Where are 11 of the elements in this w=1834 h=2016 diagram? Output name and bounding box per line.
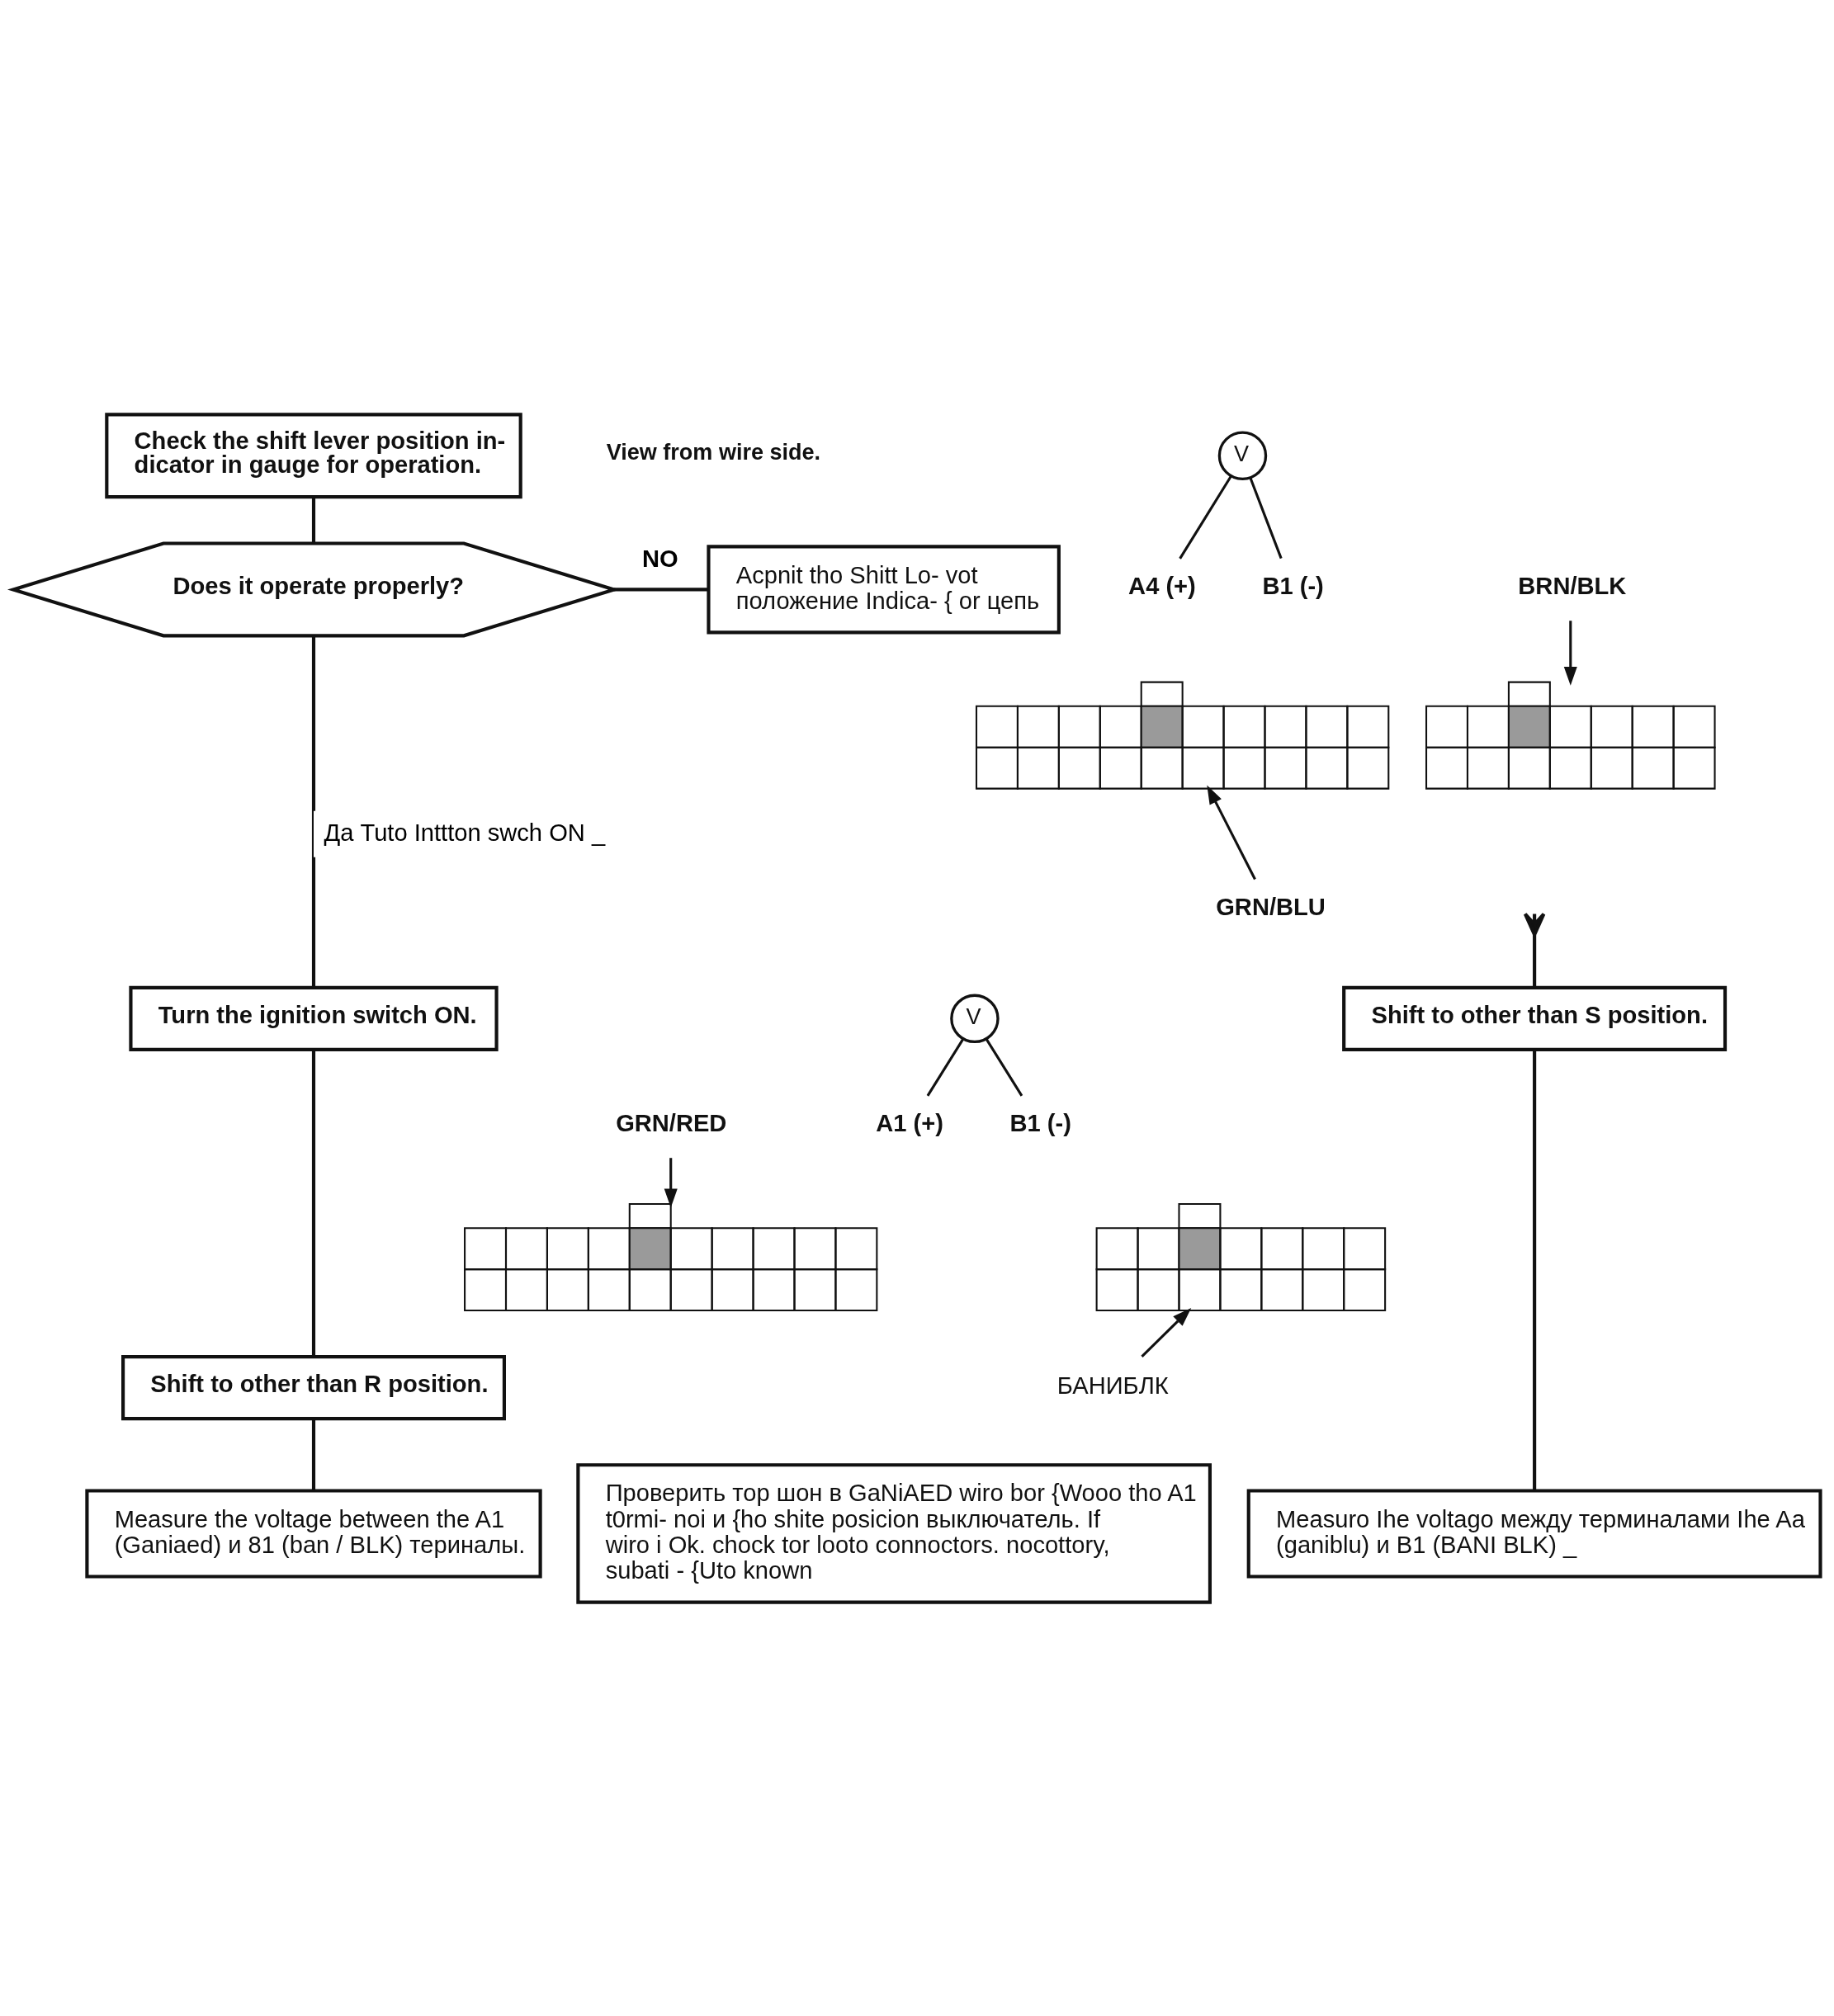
label: View from wire side. <box>606 439 821 465</box>
edge-label: Да Tuto Inttton swch ON _ <box>324 819 606 846</box>
node-text: B1 (-) <box>1009 1109 1071 1136</box>
node-text: A4 (+) <box>1128 572 1196 599</box>
node-text: GRN/BLU <box>1216 893 1326 920</box>
node-text: GRN/RED <box>616 1109 727 1136</box>
node-text: B1 (-) <box>1262 572 1324 599</box>
node-text: БАНИБЛК <box>1056 1372 1169 1399</box>
node-text: BRN/BLK <box>1518 572 1627 599</box>
node-text: A1 (+) <box>876 1109 943 1136</box>
edge-label: NO <box>642 545 678 572</box>
